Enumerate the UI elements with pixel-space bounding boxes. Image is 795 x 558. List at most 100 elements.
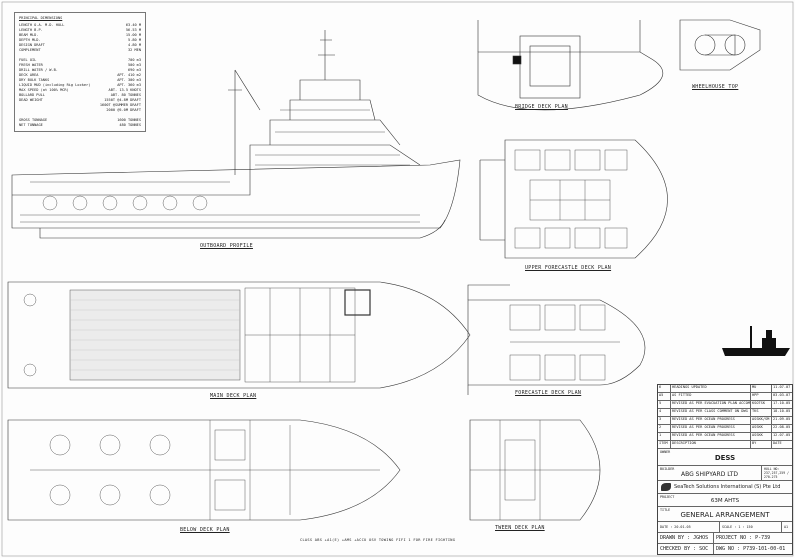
dimension-row: DEPTH MLD. 5.80 M (19, 38, 141, 43)
dimension-label: BEAM MLD. (19, 33, 39, 37)
tween-deck-plan-drawing (469, 419, 601, 521)
dimension-value: APT. 300 m3 (117, 78, 141, 82)
hull-number: HULL NO: 237,257,259 / 270-275 (764, 467, 789, 479)
dimension-value: 1550T @4.8M DRAFT (104, 98, 141, 102)
dimension-row: MAX SPEED (at 100% MCR) ABT. 13.5 KNOTS (19, 88, 141, 93)
dimension-value: 480 TONNES (119, 123, 141, 127)
dimension-value: ABT. 13.5 KNOTS (108, 88, 141, 92)
outboard-profile-label: OUTBOARD PROFILE (200, 243, 253, 249)
outboard-profile-drawing (11, 30, 461, 239)
dimension-label: LIQUID MUD (including Rig Locker) (19, 83, 91, 87)
dimension-label: FRESH WATER (19, 63, 43, 67)
main-deck-plan-label: MAIN DECK PLAN (210, 393, 257, 399)
dimension-row: DECK AREA APT. 410 m2 (19, 73, 141, 78)
wheelhouse-top-drawing (679, 19, 761, 71)
dimension-label: BOLLARD PULL (19, 93, 45, 97)
project-number: PROJECT NO : P-739 (716, 535, 771, 541)
checked-by: CHECKED BY : SOC (658, 544, 714, 554)
dimension-label: FUEL OIL (19, 58, 37, 62)
dimension-value: 1600T @SUMMER DRAFT (99, 103, 141, 107)
builder-name: ABG SHIPYARD LTD (680, 471, 739, 478)
dimension-value: 1600 TONNES (117, 118, 141, 122)
drawing-number: DWG NO : P739-101-00-01 (716, 546, 786, 552)
dimension-label: LENGTH O.A. M.D. HULL (19, 23, 65, 27)
dimension-label: DEAD WEIGHT (19, 98, 43, 102)
dimension-value: 15.00 M (125, 33, 141, 37)
drawn-by: DRAWN BY : JGHOS (658, 533, 714, 543)
principal-dimensions-heading: PRINCIPAL DIMENSIONS (19, 16, 63, 20)
dimension-label: NET TONNAGE (19, 123, 43, 127)
dimension-row: 2000 @5.0M DRAFT (19, 108, 141, 113)
forecastle-deck-plan-drawing (467, 284, 646, 395)
dimension-value: 700 m3 (128, 58, 141, 62)
dimension-value: 5.80 M (128, 38, 141, 42)
dimension-value: 690 m3 (128, 68, 141, 72)
project-name: 63M AHTS (710, 498, 740, 504)
dimension-row: DRILL WATER / W.B. 690 m3 (19, 68, 141, 73)
dimension-value: 500 m3 (128, 63, 141, 67)
dimension-value: 4.80 M (128, 43, 141, 47)
dimension-label: LENGTH B.P. (19, 28, 43, 32)
dimension-value: 56.53 M (125, 28, 141, 32)
dimension-label: DRILL WATER / W.B. (19, 68, 58, 72)
dimension-row: GROSS TONNAGE 1600 TONNES (19, 118, 141, 123)
main-deck-plan-drawing (7, 281, 471, 389)
bridge-deck-plan-label: BRIDGE DECK PLAN (515, 104, 568, 110)
date: DATE : 20.01.05 (658, 522, 720, 532)
dimension-row: LIQUID MUD (including Rig Locker) APT. 36… (19, 83, 141, 88)
dimension-row: BEAM MLD. 15.00 M (19, 33, 141, 38)
dimension-label: DECK AREA (19, 73, 39, 77)
dimension-value: 32 MEN (128, 48, 141, 52)
dimension-row: 1600T @SUMMER DRAFT (19, 103, 141, 108)
below-deck-plan-drawing (7, 419, 401, 521)
dimension-value: ABT. 80 TONNES (110, 93, 141, 97)
wheelhouse-top-label: WHEELHOUSE TOP (692, 84, 739, 90)
dimension-row: DESIGN DRAFT 4.80 M (19, 43, 141, 48)
dimension-label: DEPTH MLD. (19, 38, 41, 42)
seatech-logo-icon (661, 483, 671, 491)
dimension-row: FRESH WATER 500 m3 (19, 63, 141, 68)
owner-name: DESS (714, 454, 736, 462)
scale: SCALE : 1 : 150 (720, 522, 782, 532)
dimension-row: LENGTH O.A. M.D. HULL 63.40 M (19, 23, 141, 28)
dimension-row: DRY BULK TANKS APT. 300 m3 (19, 78, 141, 83)
dimension-value: APT. 360 m3 (117, 83, 141, 87)
sheet-size: A1 (784, 525, 789, 529)
dimension-row: DEAD WEIGHT 1550T @4.8M DRAFT (19, 98, 141, 103)
dimension-row: LENGTH B.P. 56.53 M (19, 28, 141, 33)
dimension-label: COMPLEMENT (19, 48, 41, 52)
forecastle-deck-plan-label: FORECASTLE DECK PLAN (515, 390, 582, 396)
drawing-title: GENERAL ARRANGEMENT (680, 511, 770, 519)
designer-name: SeaTech Solutions International (S) Pte … (674, 484, 781, 490)
dimension-label: DESIGN DRAFT (19, 43, 45, 47)
upper-forecastle-deck-plan-label: UPPER FORECASTLE DECK PLAN (525, 265, 612, 271)
ship-silhouette-icon (722, 326, 790, 356)
dimension-label: GROSS TONNAGE (19, 118, 48, 122)
dimension-value: 63.40 M (125, 23, 141, 27)
dimension-row: NET TONNAGE 480 TONNES (19, 123, 141, 128)
dimension-label: MAX SPEED (at 100% MCR) (19, 88, 69, 92)
bridge-deck-plan-drawing (477, 20, 664, 111)
below-deck-plan-label: BELOW DECK PLAN (180, 527, 230, 533)
owner-label: OWNER (660, 450, 671, 454)
dimension-row: COMPLEMENT 32 MEN (19, 48, 141, 53)
class-note: CLASS ABS +A1(E) +AMS +ACCU OSV TOWING F… (300, 538, 456, 542)
dimension-row: BOLLARD PULL ABT. 80 TONNES (19, 93, 141, 98)
upper-forecastle-deck-plan-drawing (479, 139, 668, 259)
dimension-value: 2000 @5.0M DRAFT (106, 108, 141, 112)
principal-dimensions-table: PRINCIPAL DIMENSIONS LENGTH O.A. M.D. HU… (14, 12, 146, 132)
dimension-value: APT. 410 m2 (117, 73, 141, 77)
dimension-row: FUEL OIL 700 m3 (19, 58, 141, 63)
dimension-label: DRY BULK TANKS (19, 78, 50, 82)
